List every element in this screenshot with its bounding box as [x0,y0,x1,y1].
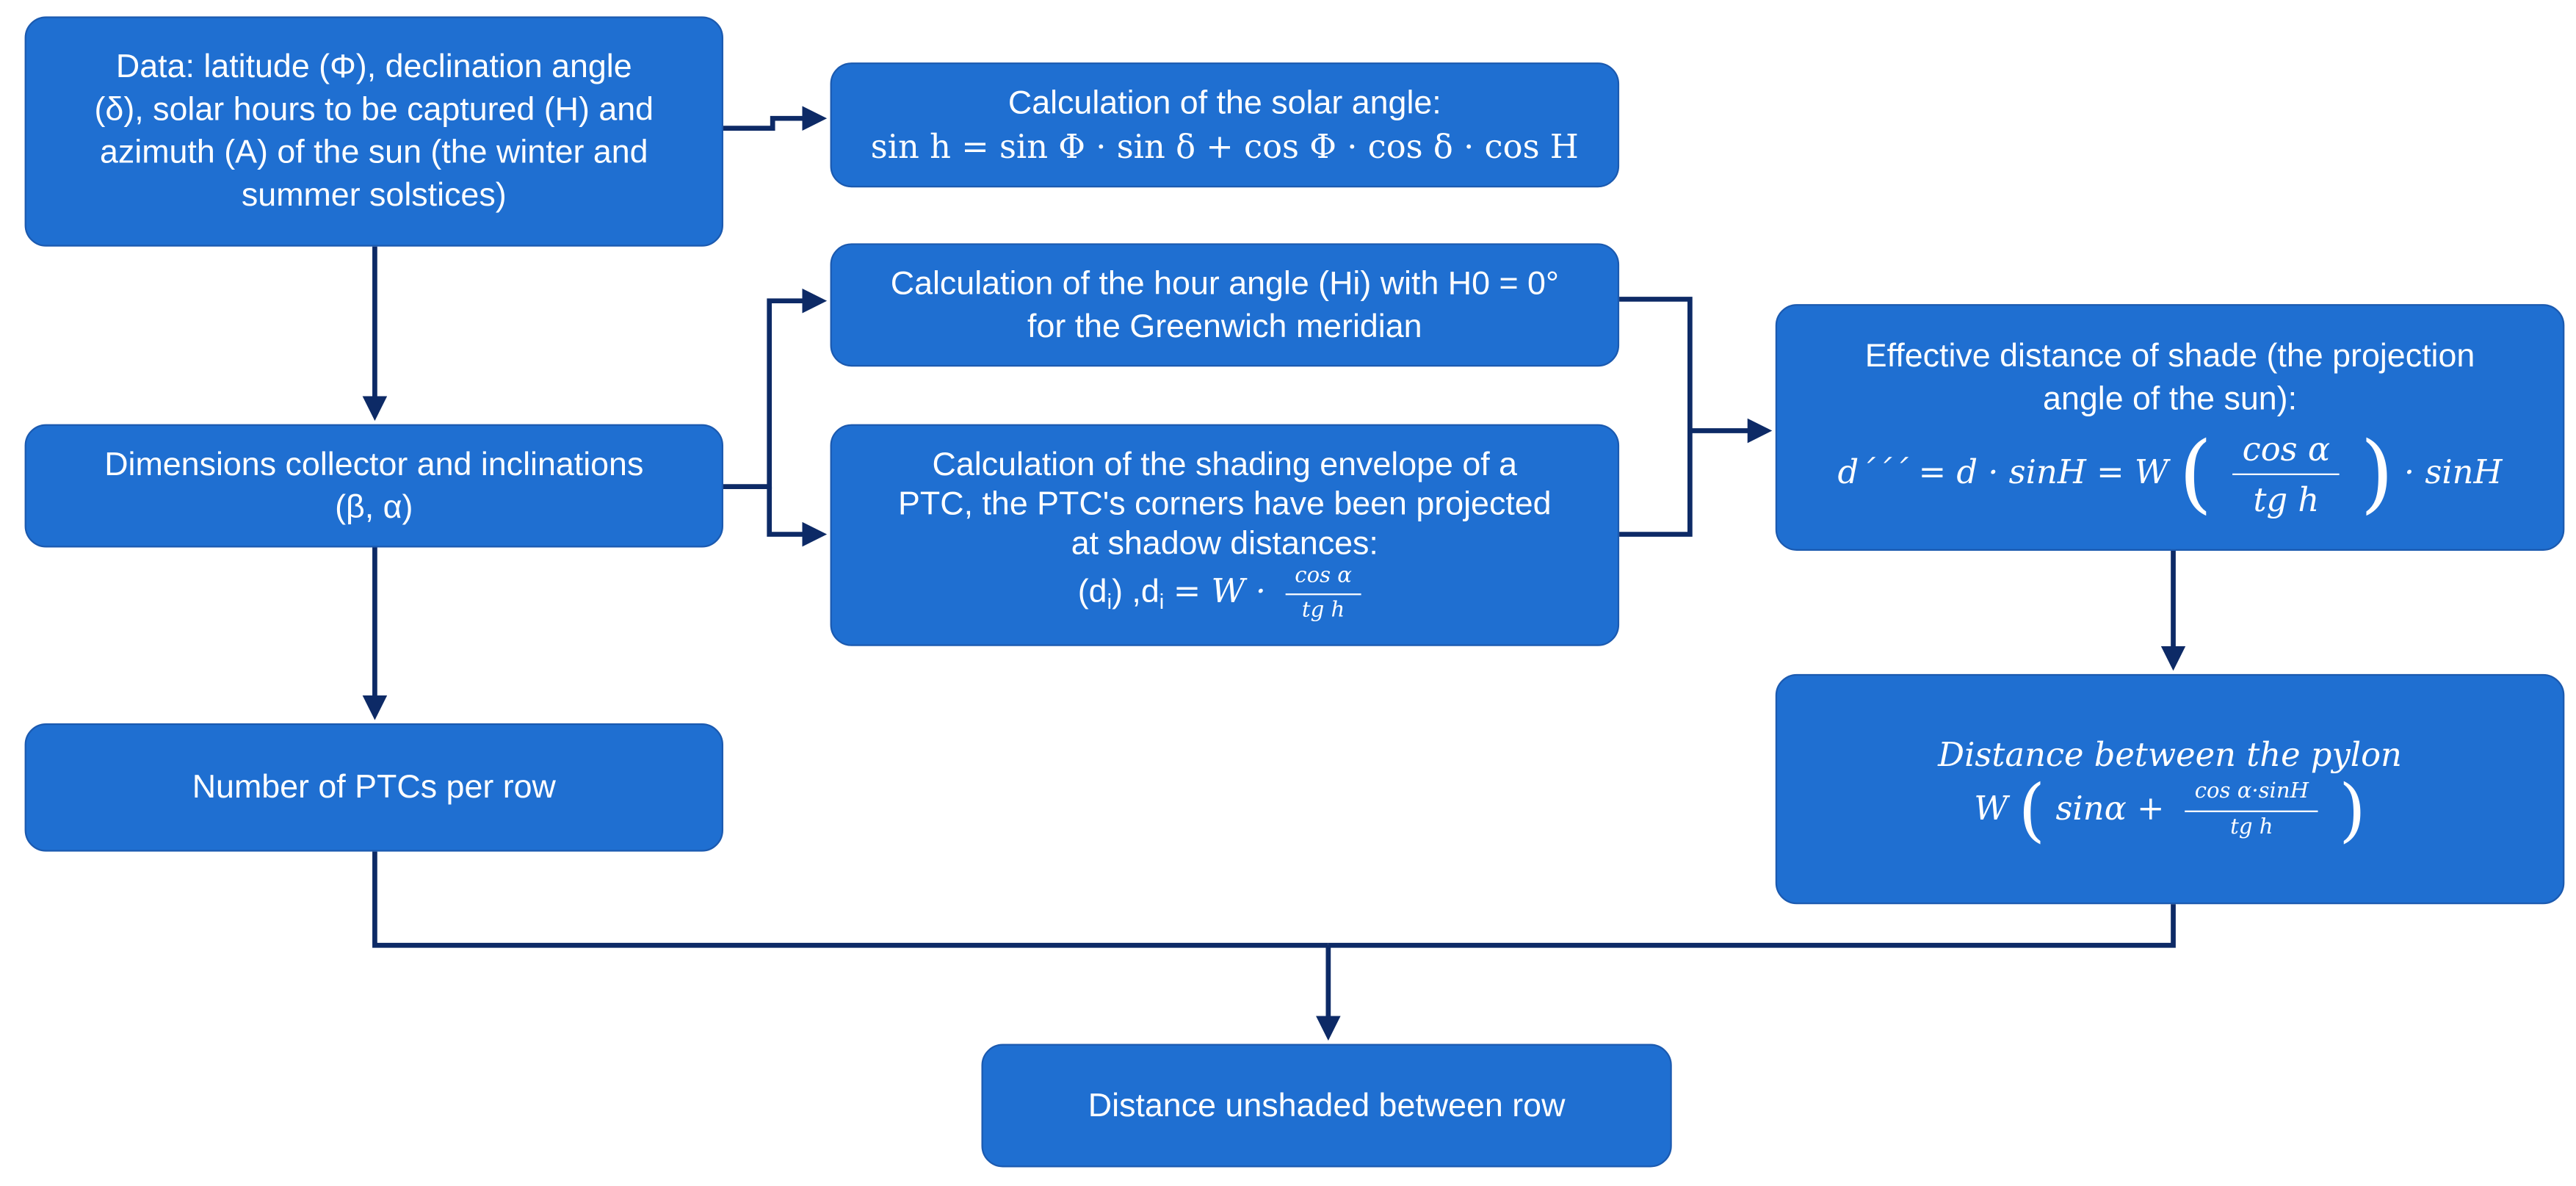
shading-formula-prefix: (d [1077,575,1107,612]
effective-fraction: cos α tg h [2232,427,2340,521]
shading-fraction: cos α tg h [1284,565,1362,624]
effective-open-paren: ( [2179,424,2213,523]
pylon-formula-lead: W [1974,788,2008,828]
pylon-fraction-num: cos α·sinH [2185,778,2319,811]
unshaded-distance-label: Distance unshaded between row [1088,1087,1566,1124]
pylon-open-paren: ( [2018,769,2046,850]
solar-angle-title: Calculation of the solar angle: [1007,85,1441,122]
dimensions-line-1: Dimensions collector and inclinations [104,446,644,483]
data-inputs-box: Data: latitude (Φ), declination angle (δ… [24,16,724,247]
pylon-fraction-den: tg h [2230,814,2273,839]
effective-close-paren: ) [2360,424,2394,523]
solar-angle-box: Calculation of the solar angle: sin h = … [830,62,1620,188]
shading-formula-mid: ) ,d [1112,575,1159,612]
shading-line-1: Calculation of the shading envelope of a [932,447,1518,485]
line-hour-angle-to-effective [1619,297,1693,431]
shading-formula: (di) ,di = W · cos α tg h [1078,565,1372,624]
effective-formula-rhs: · sinH [2403,451,2503,491]
effective-formula: d´´´ = d · sinH = W ( cos α tg h ) · sin… [1838,427,2503,521]
pylon-fraction: cos α·sinH tg h [2185,778,2319,842]
effective-line-2: angle of the sun): [2043,380,2298,417]
shading-formula-sub2: i [1159,590,1165,615]
shading-envelope-box: Calculation of the shading envelope of a… [830,424,1620,646]
pylon-close-paren: ) [2339,769,2366,850]
effective-fraction-num: cos α [2232,427,2340,474]
ptcs-per-row-label: Number of PTCs per row [192,769,556,806]
effective-fraction-den: tg h [2253,479,2320,519]
line-ptcs-to-unshaded [372,851,1328,948]
arrow-data-to-solar-angle [723,106,828,131]
shading-line-3: at shadow distances: [1071,527,1378,563]
data-line-2: (δ), solar hours to be captured (H) and [94,92,654,129]
pylon-distance-box: Distance between the pylon W ( sinα + co… [1775,673,2565,905]
dimensions-box: Dimensions collector and inclinations (β… [24,424,724,548]
arrow-dimensions-to-shading [767,486,828,547]
effective-formula-lhs: d´´´ = d · sinH = W [1837,451,2168,491]
pylon-formula: W ( sinα + cos α·sinH tg h ) [1974,775,2366,845]
solar-angle-formula: sin h = sin Φ · sin δ + cos Φ · cos δ · … [870,126,1579,167]
arrow-dimensions-to-hour-angle [723,288,828,490]
hour-angle-line-2: for the Greenwich meridian [1027,308,1422,345]
unshaded-distance-box: Distance unshaded between row [981,1044,1672,1168]
dimensions-line-2: (β, α) [335,489,413,526]
pylon-formula-sin: sinα + [2055,788,2165,828]
arrow-shading-to-effective [1619,418,1773,537]
shading-formula-eq: = W · [1173,571,1266,612]
data-line-4: summer solstices) [241,177,507,214]
hour-angle-line-1: Calculation of the hour angle (Hi) with … [890,265,1559,302]
line-pylon-to-unshaded [1328,904,2176,948]
hour-angle-box: Calculation of the hour angle (Hi) with … [830,243,1620,367]
pylon-title: Distance between the pylon [1938,734,2402,775]
ptcs-per-row-box: Number of PTCs per row [24,723,724,852]
data-line-3: azimuth (A) of the sun (the winter and [99,134,648,171]
shading-fraction-num: cos α [1284,565,1362,596]
shading-line-2: PTC, the PTC's corners have been project… [898,487,1552,524]
shading-formula-sub: i [1107,590,1112,615]
effective-distance-box: Effective distance of shade (the project… [1775,304,2565,551]
data-line-1: Data: latitude (Φ), declination angle [115,49,632,86]
effective-line-1: Effective distance of shade (the project… [1864,338,2475,375]
shading-fraction-den: tg h [1301,598,1345,623]
